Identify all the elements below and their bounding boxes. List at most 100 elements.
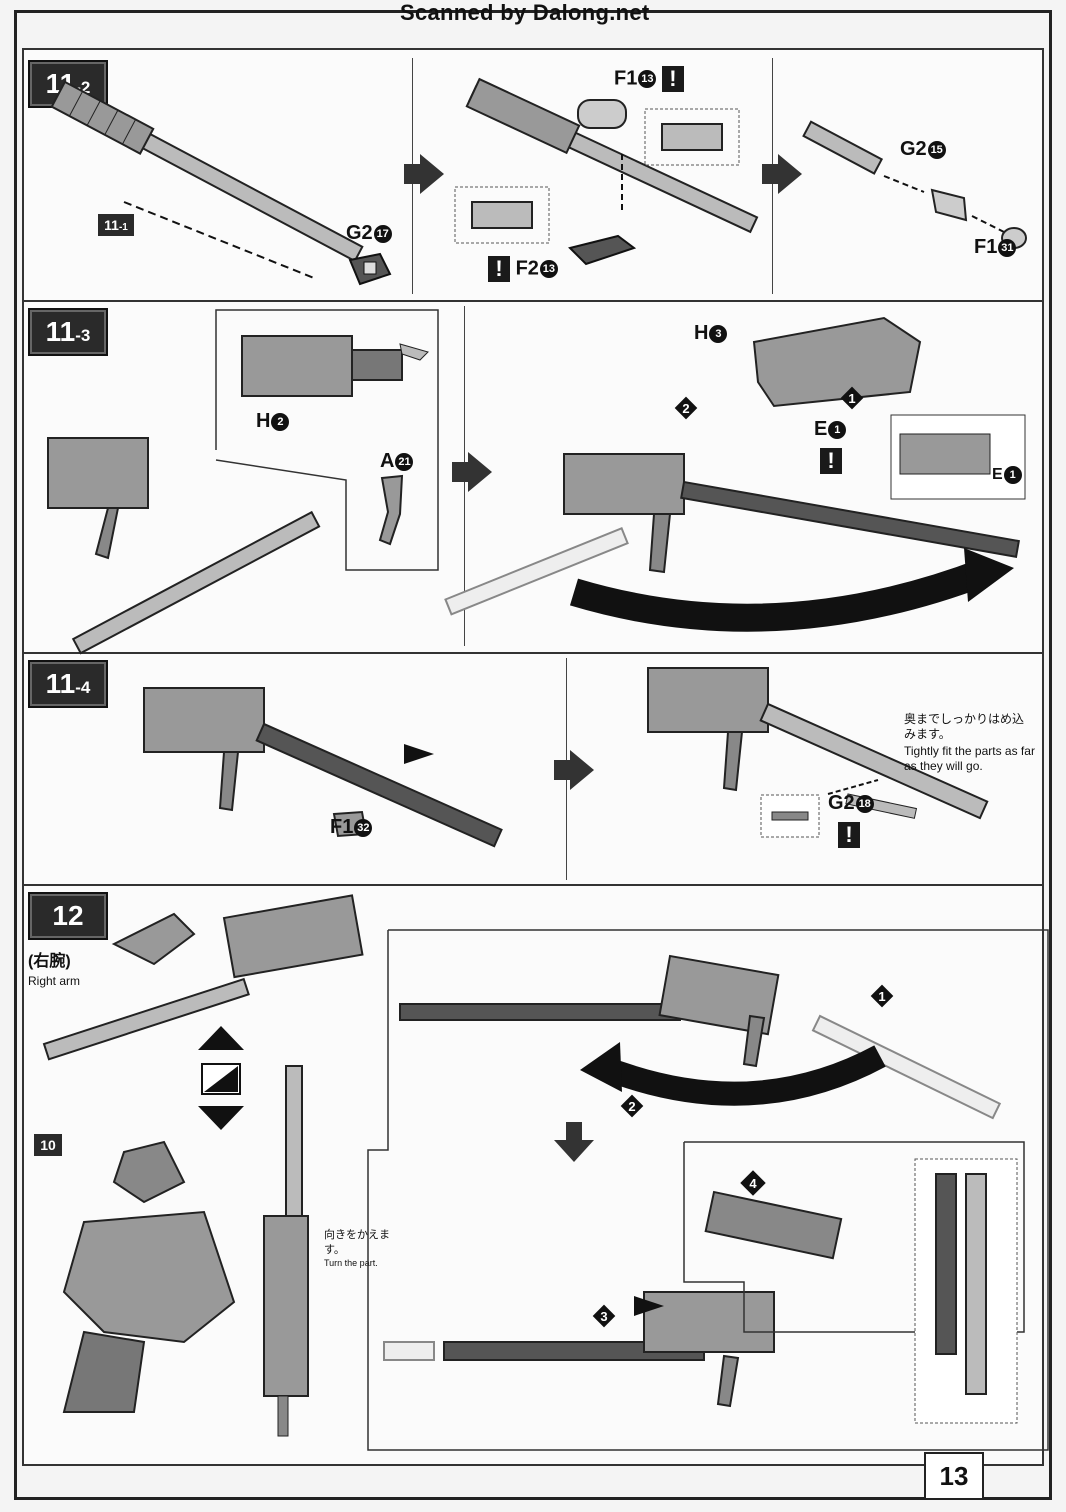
part-code: H	[694, 322, 709, 344]
rifle-drawing	[143, 687, 503, 848]
rifle-exploded-drawing	[47, 437, 321, 655]
part-code: G2	[828, 792, 855, 814]
part-number: 17	[373, 224, 392, 243]
part-code: E	[992, 466, 1003, 484]
step-sub-number: -4	[75, 678, 91, 697]
part-code: F1	[974, 236, 998, 258]
tight-fit-note-en: Tightly fit the parts as far as they wil…	[904, 744, 1035, 773]
step-12-section: 12 (右腕) Right arm 10 向きをかえます。 Turn the p…	[24, 886, 1049, 1464]
warning-icon: !	[488, 256, 510, 282]
next-arrow	[554, 750, 594, 790]
part-number: 2	[271, 412, 290, 431]
right-arm-label-jp: (右腕)	[28, 953, 71, 970]
rifle-rotate-drawing	[399, 954, 1002, 1120]
part-number: 1	[828, 420, 847, 439]
part-code: G2	[900, 138, 927, 160]
step-11-4-label: 11-4	[28, 660, 108, 708]
part-code: F2	[515, 257, 539, 280]
part-number: 31	[998, 238, 1017, 257]
next-arrow	[762, 154, 802, 194]
detail-box-drawing	[890, 414, 1026, 500]
part-code: G2	[346, 222, 373, 244]
detail-box-drawing	[454, 186, 550, 244]
part-code: F1	[330, 816, 354, 838]
step-number: 12	[52, 900, 84, 931]
step-12-label: 12	[28, 892, 108, 940]
grip-part-drawing	[378, 474, 404, 546]
barrel-drawing	[50, 80, 364, 279]
reference-10: 10	[34, 1134, 62, 1156]
ref-sub-number: -1	[118, 222, 128, 233]
svg-text:3: 3	[600, 1309, 607, 1324]
order-mark-3: 3	[592, 1304, 616, 1328]
warning-icon: !	[820, 448, 842, 474]
order-mark-4: 4	[740, 1170, 766, 1196]
callout-frame-drawing	[367, 929, 1049, 1451]
barrel-assembly-drawing	[465, 77, 759, 234]
part-number: 21	[395, 452, 414, 471]
callout-box-drawing	[215, 309, 439, 571]
svg-text:1: 1	[878, 989, 885, 1004]
order-mark-1: 1	[840, 386, 864, 410]
step-number: 11	[45, 316, 76, 347]
swap-arrows-drawing	[198, 1026, 244, 1130]
f2-part-drawing	[568, 234, 637, 266]
step-number: 11	[45, 668, 76, 699]
order-mark-2: 2	[674, 396, 698, 420]
arm-and-rifle-drawing	[42, 894, 364, 1061]
order-mark-2: 2	[620, 1094, 644, 1118]
down-arrow-icon	[554, 1122, 594, 1162]
svg-text:2: 2	[682, 401, 689, 416]
turn-part-note-jp: 向きをかえます。	[324, 1229, 390, 1256]
barrel-tip-drawing	[802, 120, 1027, 249]
rifle-vertical-drawing	[263, 1065, 309, 1437]
part-number: 32	[354, 818, 373, 837]
part-number: 1	[1003, 466, 1022, 484]
detail-box-drawing	[914, 1158, 1018, 1424]
rifle-assembly-drawing	[444, 453, 1020, 632]
part-number: 3	[709, 324, 728, 343]
order-mark-1: 1	[870, 984, 894, 1008]
scan-credit: Scanned by Dalong.net	[400, 0, 650, 25]
part-code: H	[256, 410, 271, 432]
detail-frame-drawing	[683, 1141, 1025, 1333]
page-number: 13	[924, 1452, 984, 1500]
part-number: 18	[855, 794, 874, 813]
step-11-3-label: 11-3	[28, 308, 108, 356]
sight-part-drawing	[348, 252, 392, 286]
receiver-part-drawing	[241, 335, 429, 397]
warning-icon: !	[838, 822, 860, 848]
ref-number: 11	[104, 217, 119, 233]
reference-11-1: 11-1	[98, 214, 134, 236]
part-code: E	[814, 418, 828, 440]
svg-text:2: 2	[628, 1099, 635, 1114]
step-sub-number: -3	[75, 326, 91, 345]
warning-icon: !	[661, 66, 684, 92]
rifle-stowed-drawing	[383, 1291, 775, 1408]
detail-box-drawing	[760, 794, 820, 838]
robot-figure-drawing	[62, 1140, 236, 1413]
turn-part-note-en: Turn the part.	[324, 1258, 378, 1268]
part-number: 13	[638, 70, 657, 88]
svg-text:4: 4	[749, 1176, 757, 1191]
part-number: 13	[539, 260, 558, 278]
next-arrow	[404, 154, 444, 194]
part-code: F1	[614, 67, 638, 90]
tight-fit-note-jp: 奥までしっかりはめ込みます。	[904, 712, 1025, 741]
next-arrow	[452, 452, 492, 492]
